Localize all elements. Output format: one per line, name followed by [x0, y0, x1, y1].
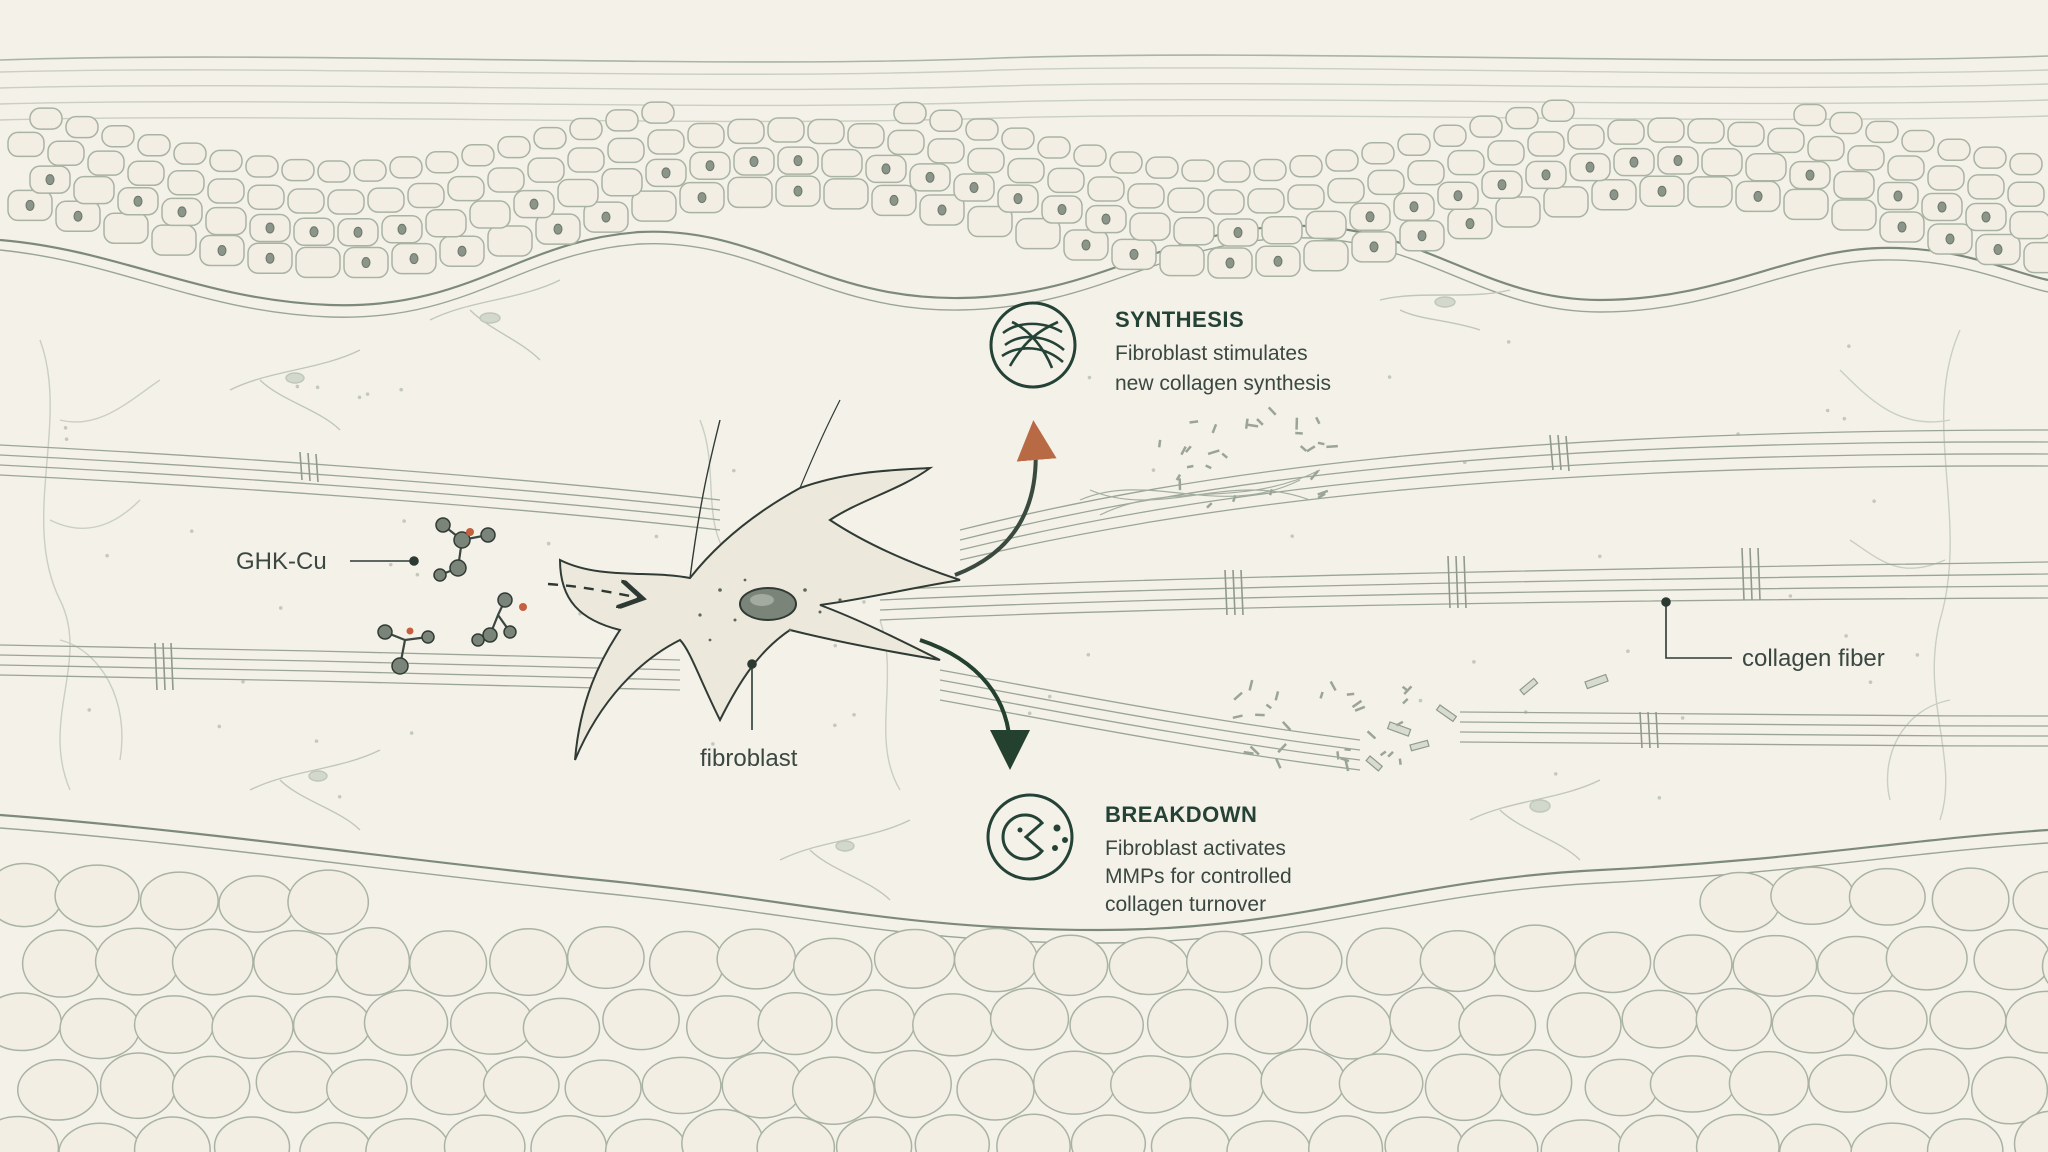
synthesis-title: SYNTHESIS	[1115, 307, 1244, 332]
ghk-cu-molecules	[377, 517, 527, 675]
adipose-layer	[0, 813, 2048, 1152]
fibroblast-label: fibroblast	[700, 745, 798, 772]
enzyme-pacman-icon	[986, 793, 1074, 881]
collagen-fiber-leader	[1665, 602, 1732, 659]
breakdown-callout: BREAKDOWN Fibroblast activates MMPs for …	[986, 793, 1292, 916]
breakdown-title: BREAKDOWN	[1105, 802, 1257, 827]
ghk-cu-label: GHK-Cu	[236, 548, 327, 575]
collagen-fiber-lower-left	[0, 642, 681, 691]
epidermis-layer	[0, 54, 2048, 318]
synthesis-callout: SYNTHESIS Fibroblast stimulates new coll…	[989, 301, 1331, 395]
synthesis-line-1: Fibroblast stimulates	[1115, 342, 1308, 365]
collagen-fiber-lower-right	[939, 669, 2048, 772]
collagen-weave-icon	[989, 301, 1077, 389]
collagen-fiber-label: collagen fiber	[1742, 645, 1885, 672]
breakdown-line-2: MMPs for controlled	[1105, 865, 1292, 888]
ghk-cu-uptake-arrow	[547, 584, 640, 598]
fibroblast-cell	[558, 399, 961, 761]
dermis-background	[39, 279, 1961, 901]
synthesis-line-2: new collagen synthesis	[1115, 372, 1331, 395]
collagen-fiber-middle	[879, 547, 2048, 621]
breakdown-line-1: Fibroblast activates	[1105, 837, 1286, 860]
breakdown-line-3: collagen turnover	[1105, 893, 1266, 916]
collagen-fiber-upper-left	[0, 444, 721, 531]
collagen-fiber-upper-right	[959, 429, 2048, 561]
synthesis-arrow	[954, 420, 1057, 577]
collagen-fibers	[0, 406, 2048, 772]
breakdown-arrow	[919, 638, 1030, 770]
